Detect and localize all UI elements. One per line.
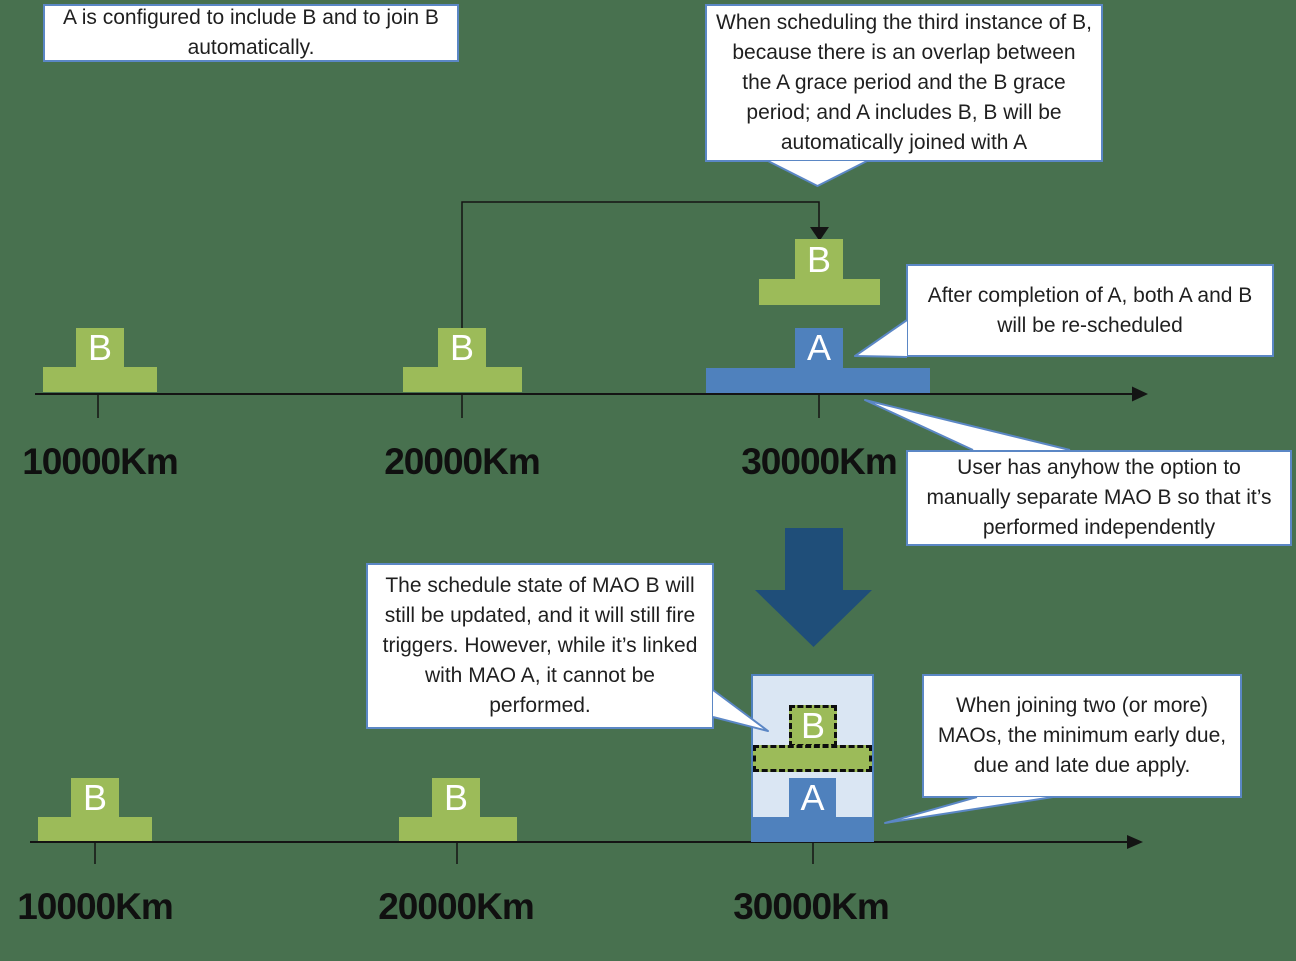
callout-config-text: A is configured to include B and to join… bbox=[63, 6, 439, 59]
top-label-10000km: 10000Km bbox=[22, 441, 179, 482]
callout-separate-text: User has anyhow the option to manually s… bbox=[926, 456, 1272, 539]
mao-a-base bbox=[752, 817, 873, 842]
bottom-timeline-arrowhead-icon bbox=[1127, 835, 1143, 849]
join-connector-line bbox=[461, 201, 820, 392]
top-label-20000km: 20000Km bbox=[384, 441, 541, 482]
mao-b-stem: B bbox=[71, 778, 119, 818]
mao-b-label: B bbox=[443, 777, 468, 818]
bottom-label-30000km: 30000Km bbox=[733, 886, 890, 927]
callout-separate: User has anyhow the option to manually s… bbox=[906, 450, 1292, 546]
mao-b-base-dashed bbox=[753, 745, 872, 772]
mao-b-base bbox=[43, 367, 157, 392]
mao-b-label: B bbox=[87, 327, 112, 368]
mao-b-base bbox=[399, 817, 517, 841]
mao-b-label: B bbox=[449, 327, 474, 368]
callout-completion-text: After completion of A, both A and B will… bbox=[927, 283, 1253, 337]
mao-a-stem: A bbox=[789, 778, 836, 818]
callout-config: A is configured to include B and to join… bbox=[43, 4, 459, 62]
mao-b-base bbox=[403, 367, 522, 392]
mao-b-stem: B bbox=[438, 328, 486, 368]
bottom-label-20000km: 20000Km bbox=[378, 886, 535, 927]
mao-b-stem-dashed: B bbox=[789, 705, 837, 747]
mao-b-label: B bbox=[800, 705, 825, 746]
mao-b-label: B bbox=[806, 238, 831, 280]
callout-schedule-state: The schedule state of MAO B will still b… bbox=[366, 563, 714, 729]
callout-scheduling-text: When scheduling the third instance of B,… bbox=[716, 11, 1092, 154]
top-timeline-arrowhead-icon bbox=[1132, 386, 1148, 402]
callout-schedule-state-text: The schedule state of MAO B will still b… bbox=[382, 574, 698, 717]
down-arrow-icon bbox=[755, 528, 872, 647]
mao-a-label: A bbox=[800, 777, 825, 818]
join-connector-arrowhead-icon bbox=[810, 227, 829, 241]
callout-completion: After completion of A, both A and B will… bbox=[906, 264, 1274, 357]
callout-scheduling: When scheduling the third instance of B,… bbox=[705, 4, 1103, 162]
callout-joining-text: When joining two (or more) MAOs, the min… bbox=[937, 694, 1227, 777]
mao-a-stem: A bbox=[795, 328, 843, 368]
bottom-label-10000km: 10000Km bbox=[17, 886, 174, 927]
mao-b-base bbox=[38, 817, 152, 841]
mao-b-stem: B bbox=[76, 328, 124, 368]
top-label-30000km: 30000Km bbox=[741, 441, 898, 482]
mao-a-label: A bbox=[806, 327, 831, 368]
mao-b-base bbox=[759, 279, 880, 305]
mao-b-stem: B bbox=[432, 778, 480, 818]
mao-b-stem: B bbox=[795, 239, 843, 280]
mao-a-base bbox=[706, 368, 930, 393]
mao-b-label: B bbox=[82, 777, 107, 818]
callout-joining: When joining two (or more) MAOs, the min… bbox=[922, 674, 1242, 798]
